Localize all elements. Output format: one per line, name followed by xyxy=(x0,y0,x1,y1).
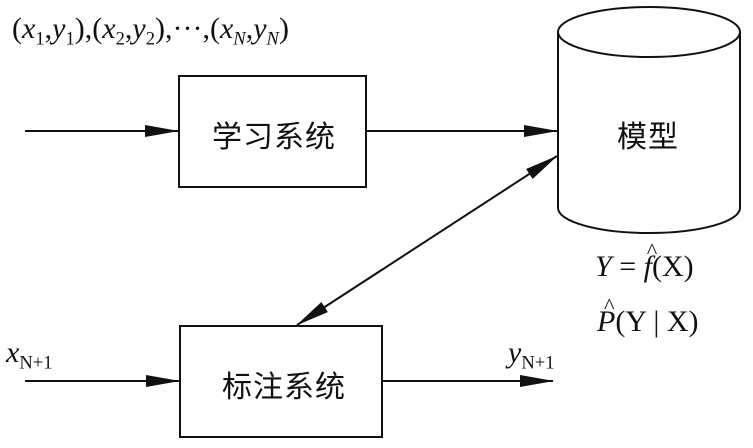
decision-function-formula: Y = f(X) xyxy=(595,238,694,284)
model-cylinder xyxy=(557,6,741,234)
prediction-output-label: yN+1 xyxy=(508,336,555,374)
conditional-probability-formula: P(Y | X) xyxy=(597,293,699,339)
labeling-system-label: 标注系统 xyxy=(222,370,346,405)
new-input-label: xN+1 xyxy=(6,336,53,374)
model-labeling-link-arrow xyxy=(296,155,558,326)
training-data-label: (x1,y1),(x2,y2),···,(xN,yN) xyxy=(12,12,289,50)
model-label: 模型 xyxy=(617,120,679,155)
learning-system-label: 学习系统 xyxy=(212,120,336,155)
